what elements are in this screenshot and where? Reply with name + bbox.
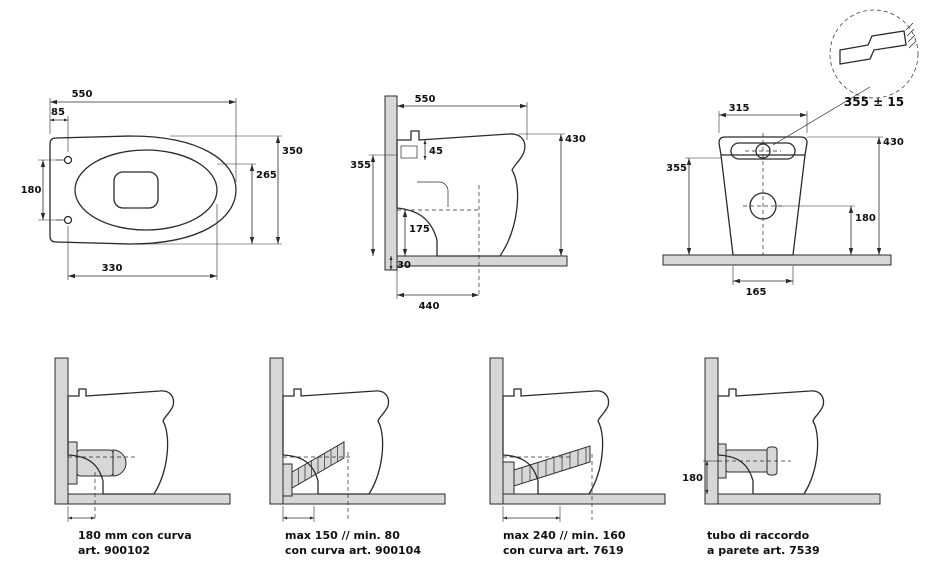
toilet-side-outline <box>502 388 610 520</box>
floor-section <box>662 254 892 266</box>
side-view-drawing: 550 430 355 45 175 30 440 <box>350 94 586 312</box>
dim-180: 180 <box>682 473 703 484</box>
dim-440: 440 <box>419 301 440 312</box>
wall-section <box>384 95 398 271</box>
plan-view-drawing: 550 85 180 265 350 330 <box>21 89 303 280</box>
caption-line-1: 180 mm con curva <box>78 529 192 542</box>
dim-330: 330 <box>102 263 123 274</box>
install-diagram-2 <box>269 357 446 522</box>
installation-caption-2: max 150 // min. 80 con curva art. 900104 <box>252 529 495 559</box>
toilet-side-outline <box>717 388 825 495</box>
toilet-side-outline <box>67 388 175 520</box>
wall-pipe-icon <box>839 22 917 65</box>
dim-430: 430 <box>883 137 904 148</box>
floor-section <box>502 493 666 505</box>
detail-dim-label: 355 ± 15 <box>844 95 904 109</box>
pipe-height-dimension: 180 <box>682 460 718 494</box>
dim-355: 355 <box>350 160 371 171</box>
caption-line-1: tubo di raccordo <box>707 529 810 542</box>
callout-circle <box>829 9 919 99</box>
dim-85: 85 <box>51 107 65 118</box>
installation-caption-1: 180 mm con curva art. 900102 <box>37 529 288 559</box>
installation-caption-4: tubo di raccordo a parete art. 7539 <box>687 529 917 559</box>
dim-355: 355 <box>666 163 687 174</box>
dim-265: 265 <box>256 170 277 181</box>
install-diagram-4: 180 <box>682 357 881 505</box>
detail-leader-line <box>772 86 871 146</box>
corrugated-hose <box>282 441 345 497</box>
wall-section <box>54 357 69 505</box>
dim-550: 550 <box>72 89 93 100</box>
floor-section <box>67 493 231 505</box>
detail-callout: 355 ± 15 <box>829 9 919 109</box>
plan-dimensions: 550 85 180 265 350 330 <box>21 89 303 280</box>
wall-section <box>269 357 284 505</box>
install-diagram-3 <box>489 357 666 522</box>
wall-section <box>489 357 504 505</box>
dim-180: 180 <box>855 213 876 224</box>
dim-550: 550 <box>415 94 436 105</box>
caption-line-1: max 240 // min. 160 <box>503 529 626 542</box>
toilet-front-outline <box>718 133 808 256</box>
caption-line-2: a parete art. 7539 <box>707 543 820 557</box>
floor-section <box>282 493 446 505</box>
side-dimensions: 550 430 355 45 175 30 440 <box>350 94 586 312</box>
dim-45: 45 <box>429 146 443 157</box>
caption-line-2: con curva art. 7619 <box>503 543 624 557</box>
dim-315: 315 <box>729 103 750 114</box>
corrugated-hose-long <box>502 445 591 495</box>
installation-caption-3: max 240 // min. 160 con curva art. 7619 <box>472 529 713 559</box>
front-view-drawing: 315 430 355 180 165 <box>662 86 904 298</box>
toilet-side-outline <box>282 388 390 520</box>
install-diagram-1 <box>54 357 231 522</box>
dim-175: 175 <box>409 224 430 235</box>
dim-180: 180 <box>21 185 42 196</box>
dim-430: 430 <box>565 134 586 145</box>
floor-section <box>396 255 568 267</box>
caption-line-1: max 150 // min. 80 <box>285 529 400 542</box>
drain-pipe-curva <box>67 441 127 485</box>
dim-165: 165 <box>746 287 767 298</box>
caption-line-2: art. 900102 <box>78 543 151 557</box>
dim-350: 350 <box>282 146 303 157</box>
toilet-plan-outline <box>49 135 237 245</box>
dim-30: 30 <box>397 260 411 271</box>
floor-section <box>717 493 881 505</box>
caption-line-2: con curva art. 900104 <box>285 543 421 557</box>
toilet-side-outline <box>396 130 526 295</box>
front-dimensions: 315 430 355 180 165 <box>666 103 904 298</box>
